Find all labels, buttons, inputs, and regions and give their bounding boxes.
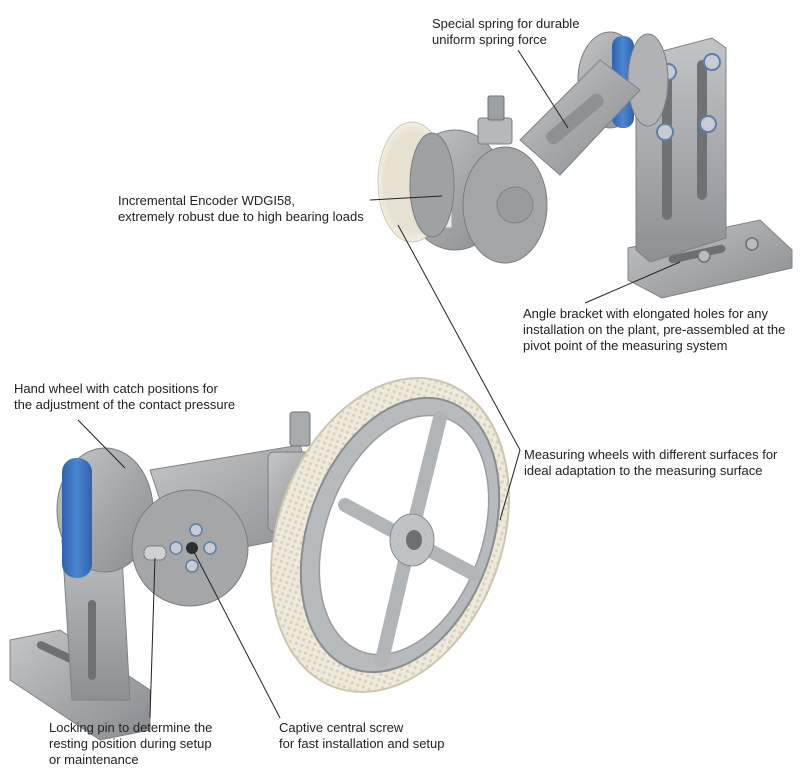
bolt: [703, 53, 721, 71]
leader-locking-pin: [149, 557, 156, 719]
label-line: Captive central screw: [279, 720, 404, 735]
bottom-assembly: [9, 377, 510, 741]
label-locking-pin: Locking pin to determine the resting pos…: [49, 720, 212, 768]
connector-plug: [487, 95, 505, 121]
leader-encoder: [369, 195, 443, 201]
label-line: installation on the plant, pre-assembled…: [523, 322, 786, 337]
bolt: [699, 115, 717, 133]
label-line: Special spring for durable: [432, 16, 580, 31]
label-special-spring: Special spring for durable uniform sprin…: [432, 16, 579, 48]
screw: [203, 541, 217, 555]
bracket-elongated-hole: [88, 600, 96, 680]
bolt: [745, 237, 759, 251]
central-screw: [186, 542, 198, 554]
label-line: extremely robust due to high bearing loa…: [118, 209, 364, 224]
top-assembly: [377, 31, 793, 299]
leader-hand-wheel: [77, 419, 126, 469]
label-hand-wheel: Hand wheel with catch positions for the …: [14, 381, 235, 413]
screw: [189, 523, 203, 537]
bolt: [697, 249, 711, 263]
hub-cap: [627, 33, 669, 127]
label-line: the adjustment of the contact pressure: [14, 397, 236, 412]
bolt: [656, 123, 674, 141]
spring: [546, 93, 604, 145]
label-line: ideal adaptation to the measuring surfac…: [524, 463, 763, 478]
label-line: Locking pin to determine the: [49, 720, 213, 735]
label-incremental-encoder: Incremental Encoder WDGI58, extremely ro…: [118, 193, 364, 225]
label-angle-bracket: Angle bracket with elongated holes for a…: [523, 306, 785, 354]
leader-spring: [517, 49, 569, 129]
top-wheel-side: [409, 132, 455, 238]
label-line: or maintenance: [49, 752, 139, 767]
label-line: for fast installation and setup: [279, 736, 445, 751]
label-central-screw: Captive central screw for fast installat…: [279, 720, 445, 752]
wheel-hub-bore: [406, 530, 422, 550]
bracket-slot: [668, 244, 726, 264]
label-line: Angle bracket with elongated holes for a…: [523, 306, 768, 321]
screw: [169, 541, 183, 555]
leader-measuring-wheels: [397, 224, 521, 521]
locking-pin: [143, 545, 167, 561]
label-line: Hand wheel with catch positions for: [14, 381, 218, 396]
leader-central-screw: [193, 551, 281, 719]
label-line: pivot point of the measuring system: [523, 338, 728, 353]
label-line: resting position during setup: [49, 736, 212, 751]
leader-bracket: [584, 261, 681, 304]
connector-base: [477, 117, 513, 145]
leader-lines: [77, 49, 681, 719]
label-line: Measuring wheels with different surfaces…: [524, 447, 778, 462]
bottom-connector: [289, 411, 311, 447]
hand-wheel-blue-ring: [62, 458, 92, 578]
encoder-center: [496, 186, 534, 224]
label-line: Incremental Encoder WDGI58,: [118, 193, 296, 208]
label-measuring-wheels: Measuring wheels with different surfaces…: [524, 447, 777, 479]
screw: [185, 559, 199, 573]
label-line: uniform spring force: [432, 32, 547, 47]
